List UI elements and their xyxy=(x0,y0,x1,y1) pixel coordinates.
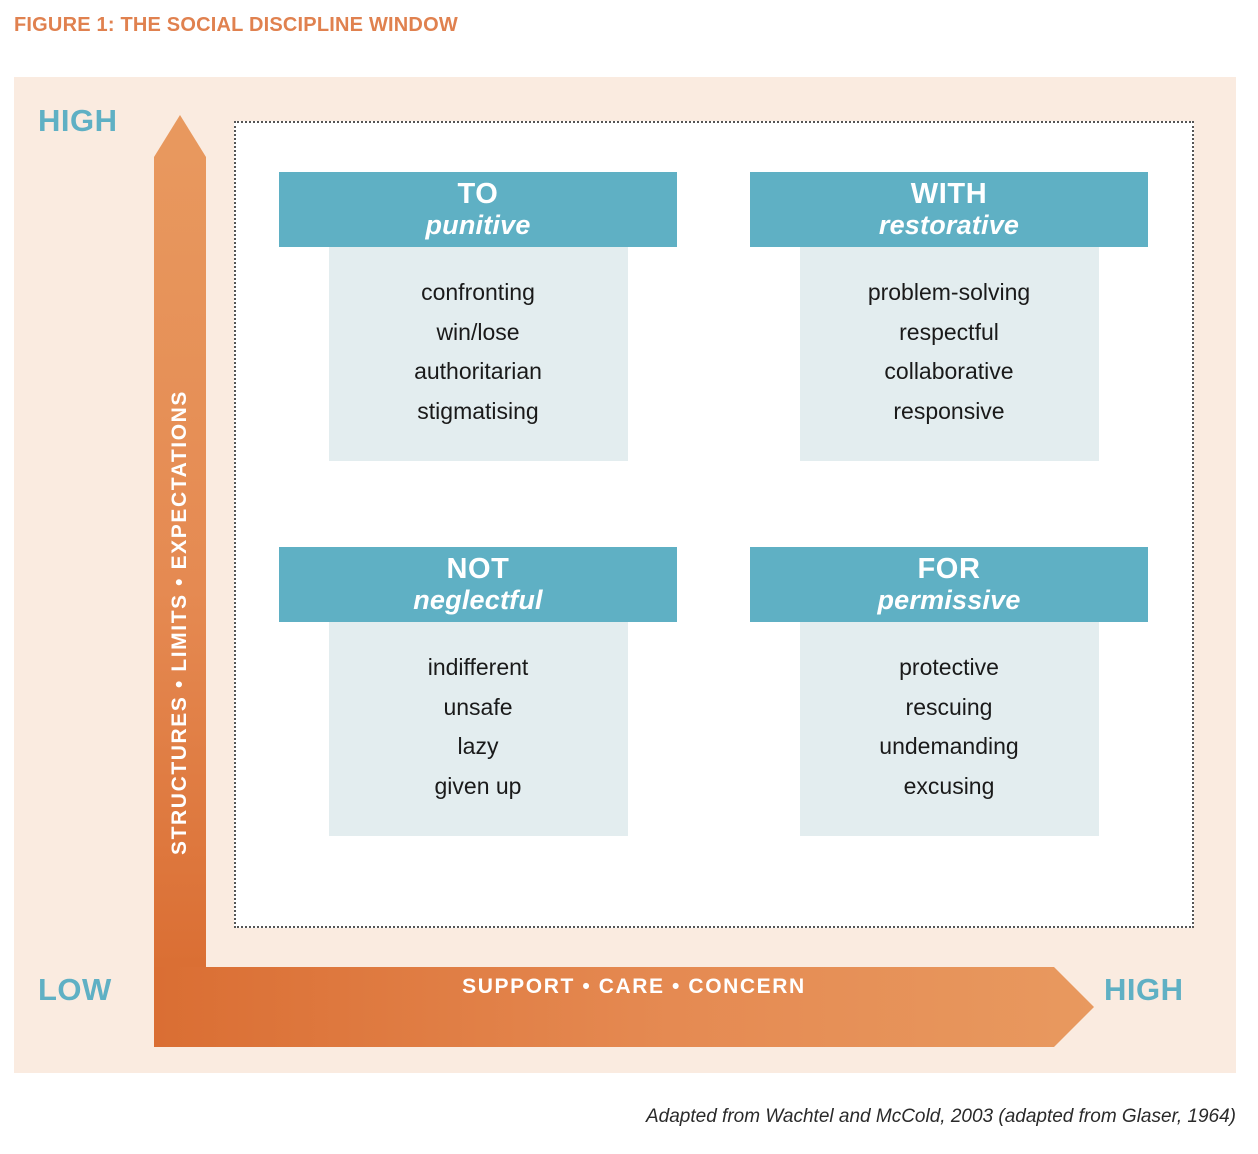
quadrant-to-header: TO punitive xyxy=(279,172,677,247)
y-axis-label: STRUCTURES • LIMITS • EXPECTATIONS xyxy=(168,389,191,855)
list-item: unsafe xyxy=(443,693,513,720)
quadrant-with[interactable]: WITH restorative problem-solving respect… xyxy=(750,172,1148,462)
list-item: responsive xyxy=(893,397,1005,424)
quadrant-with-body: problem-solving respectful collaborative… xyxy=(799,247,1099,462)
quadrant-not-subtitle: neglectful xyxy=(413,584,543,615)
list-item: rescuing xyxy=(905,693,993,720)
quadrant-to-body: confronting win/lose authoritarian stigm… xyxy=(328,247,628,462)
quadrant-with-title: WITH xyxy=(910,178,988,211)
quadrant-for-header: FOR permissive xyxy=(750,547,1148,622)
quadrant-with-subtitle: restorative xyxy=(878,209,1020,240)
quadrant-for-body: protective rescuing undemanding excusing xyxy=(799,622,1099,837)
quadrant-not-header: NOT neglectful xyxy=(279,547,677,622)
list-item: excusing xyxy=(903,772,995,799)
figure-title: FIGURE 1: THE SOCIAL DISCIPLINE WINDOW xyxy=(14,14,458,36)
list-item: stigmatising xyxy=(417,397,539,424)
quadrant-to-subtitle: punitive xyxy=(425,209,531,240)
list-item: protective xyxy=(899,654,999,680)
quadrant-for-subtitle: permissive xyxy=(877,584,1021,615)
list-item: indifferent xyxy=(427,654,529,680)
list-item: respectful xyxy=(899,318,999,345)
quadrant-not-title: NOT xyxy=(446,553,510,586)
list-item: given up xyxy=(434,772,522,799)
list-item: lazy xyxy=(457,733,499,760)
list-item: win/lose xyxy=(436,318,520,345)
list-item: authoritarian xyxy=(414,358,542,385)
source-attribution: Adapted from Wachtel and McCold, 2003 (a… xyxy=(645,1106,1236,1127)
figure-panel: HIGH LOW HIGH STRUCTURES • LIMITS • EXPE… xyxy=(14,77,1236,1073)
quadrant-for-title: FOR xyxy=(917,553,981,586)
quadrant-not-body: indifferent unsafe lazy given up xyxy=(328,622,628,837)
quadrant-for[interactable]: FOR permissive protective rescuing undem… xyxy=(750,547,1148,837)
axis-cap-x-low: LOW xyxy=(38,972,112,1007)
quadrant-to[interactable]: TO punitive confronting win/lose authori… xyxy=(279,172,677,462)
list-item: confronting xyxy=(421,279,535,305)
axis-cap-x-high: HIGH xyxy=(1104,972,1184,1007)
quadrant-with-header: WITH restorative xyxy=(750,172,1148,247)
quadrant-not[interactable]: NOT neglectful indifferent unsafe lazy g… xyxy=(279,547,677,837)
list-item: collaborative xyxy=(884,358,1014,385)
list-item: problem-solving xyxy=(867,279,1031,305)
axis-cap-y-high: HIGH xyxy=(38,103,118,138)
list-item: undemanding xyxy=(879,733,1019,760)
x-axis-label: SUPPORT • CARE • CONCERN xyxy=(462,975,806,998)
quadrant-to-title: TO xyxy=(457,178,499,211)
